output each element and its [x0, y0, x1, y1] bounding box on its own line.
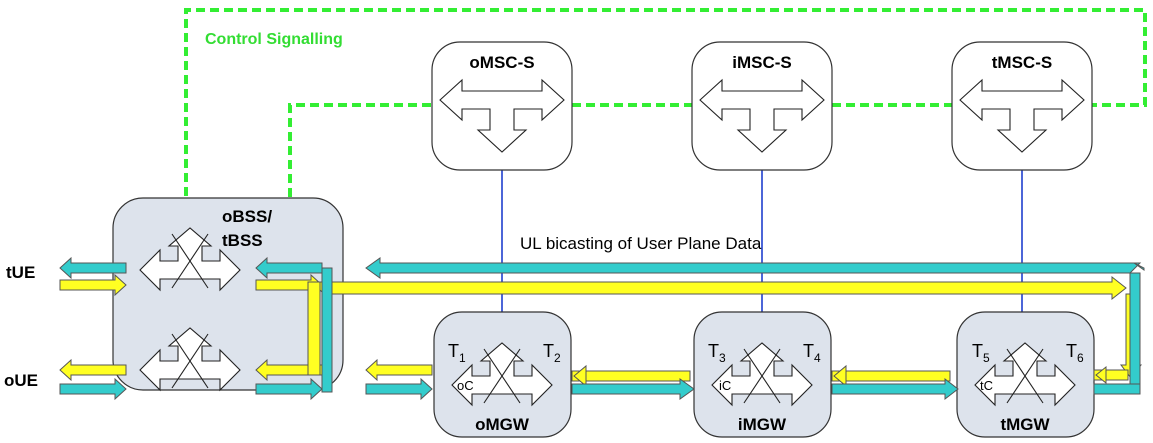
bss-label-line1: oBSS/ — [222, 207, 272, 226]
bss-node: oBSS/ tBSS — [112, 197, 344, 391]
tmsc-node: tMSC-S — [951, 41, 1093, 171]
svg-text:T4: T4 — [803, 341, 821, 365]
omgw-node: T1 T2 oC oMGW — [433, 311, 572, 438]
bicast-flows — [307, 257, 1145, 393]
svg-text:T5: T5 — [972, 341, 990, 365]
omgw-context-label: oC — [457, 378, 474, 393]
svg-text:T2: T2 — [543, 341, 561, 365]
tmgw-label: tMGW — [1000, 415, 1050, 434]
bicast-label: UL bicasting of User Plane Data — [520, 234, 762, 253]
oue-label: oUE — [4, 371, 38, 390]
omsc-node: oMSC-S — [431, 41, 573, 171]
omgw-in-cyan-arrow — [365, 378, 433, 400]
imgw-label: iMGW — [738, 415, 787, 434]
bss-label-line2: tBSS — [222, 231, 263, 250]
mgw-chain-arrows — [365, 359, 1141, 401]
svg-text:T6: T6 — [1066, 341, 1084, 365]
imsc-label: iMSC-S — [732, 53, 792, 72]
tmgw-context-label: tC — [980, 378, 993, 393]
oue-downlink-arrow — [59, 378, 127, 400]
control-signalling-label: Control Signalling — [205, 31, 343, 48]
omgw-label: oMGW — [475, 415, 530, 434]
tmgw-node: T5 T6 tC tMGW — [956, 311, 1095, 438]
tue-uplink-arrow — [59, 274, 127, 296]
omsc-label: oMSC-S — [469, 53, 534, 72]
tue-label: tUE — [6, 263, 35, 282]
imgw-node: T3 T4 iC iMGW — [693, 311, 832, 438]
imsc-node: iMSC-S — [691, 41, 833, 171]
svg-text:T1: T1 — [448, 341, 466, 365]
tmsc-label: tMSC-S — [992, 53, 1052, 72]
imgw-context-label: iC — [719, 378, 731, 393]
omgw-in-yellow-arrow — [365, 359, 433, 381]
svg-text:T3: T3 — [708, 341, 726, 365]
